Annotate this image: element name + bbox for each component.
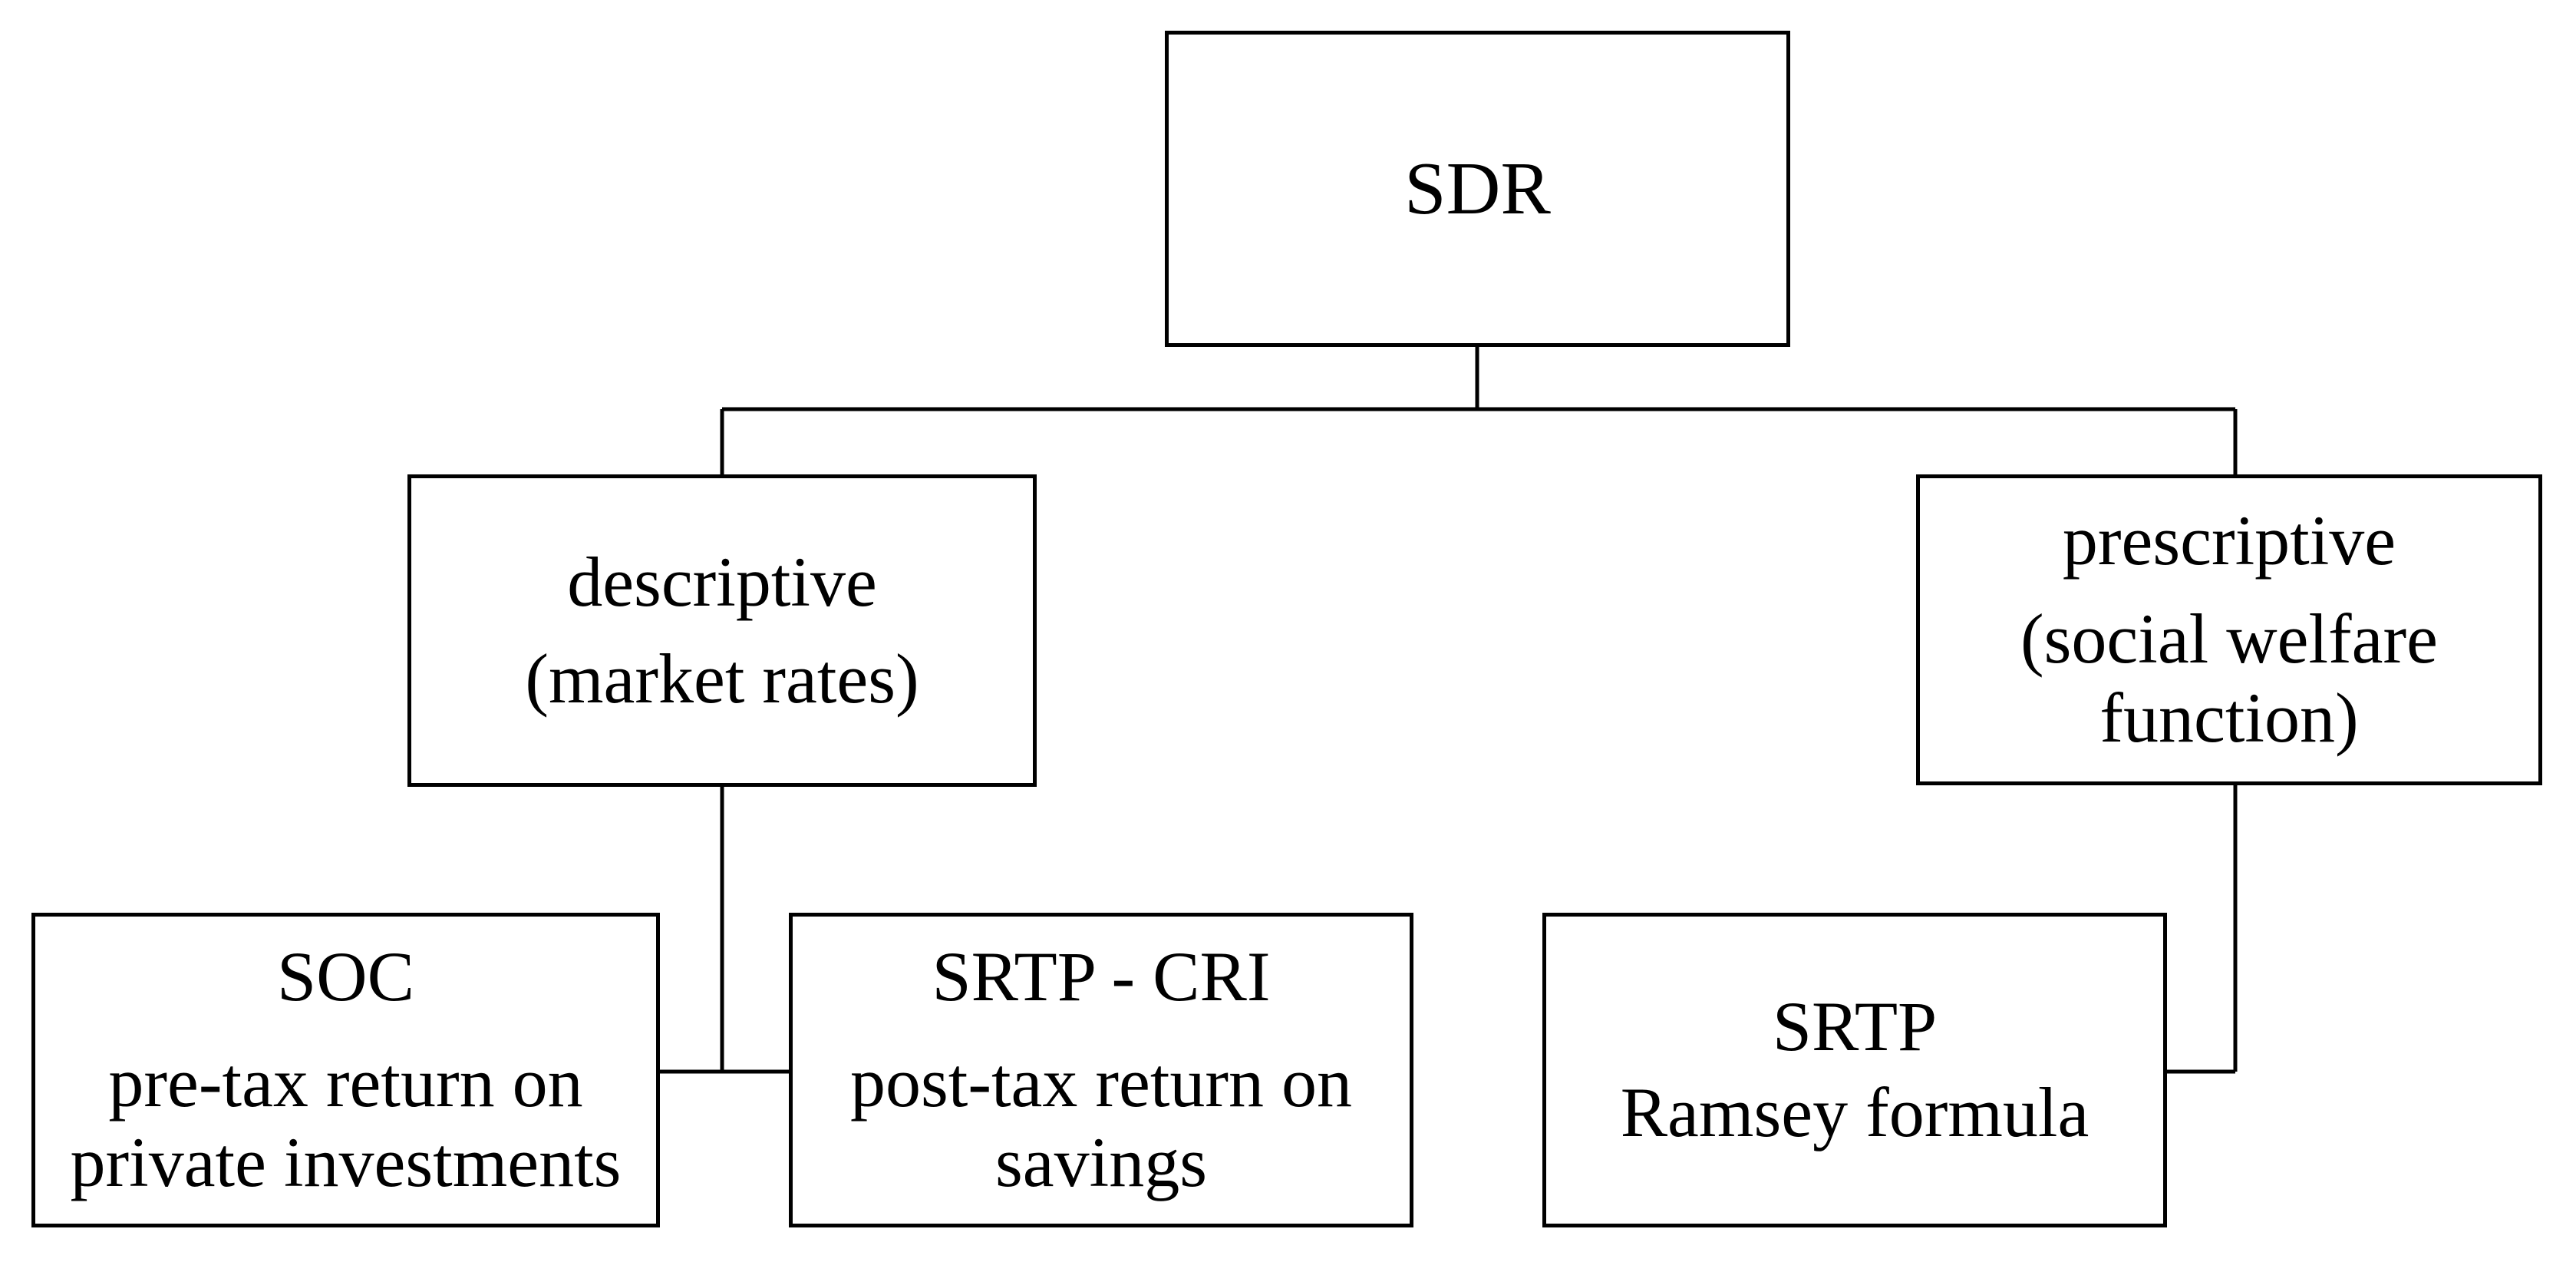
node-srtp-cri: SRTP - CRI post-tax return on savings <box>789 913 1413 1227</box>
node-prescriptive: prescriptive (social welfare function) <box>1916 474 2542 785</box>
node-soc-title: SOC <box>277 937 414 1016</box>
node-prescriptive-title: prescriptive <box>2062 501 2396 580</box>
node-descriptive-subtitle: (market rates) <box>525 639 919 718</box>
node-descriptive: descriptive (market rates) <box>407 474 1037 787</box>
node-prescriptive-subtitle-line1: (social welfare <box>2020 599 2438 678</box>
node-soc: SOC pre-tax return on private investment… <box>31 913 660 1227</box>
node-srtp-cri-line1: post-tax return on <box>849 1043 1353 1122</box>
node-srtp-title: SRTP <box>1772 987 1938 1066</box>
node-sdr-label: SDR <box>1404 147 1551 230</box>
node-soc-line2: private investments <box>70 1122 622 1201</box>
node-srtp-line1: Ramsey formula <box>1620 1073 2089 1151</box>
node-sdr: SDR <box>1165 31 1790 347</box>
node-srtp: SRTP Ramsey formula <box>1542 913 2167 1227</box>
node-descriptive-title: descriptive <box>567 542 877 621</box>
node-soc-line1: pre-tax return on <box>108 1043 583 1122</box>
node-srtp-cri-title: SRTP - CRI <box>932 937 1271 1016</box>
node-prescriptive-subtitle-line2: function) <box>2099 679 2359 758</box>
node-srtp-cri-line2: savings <box>995 1122 1207 1201</box>
